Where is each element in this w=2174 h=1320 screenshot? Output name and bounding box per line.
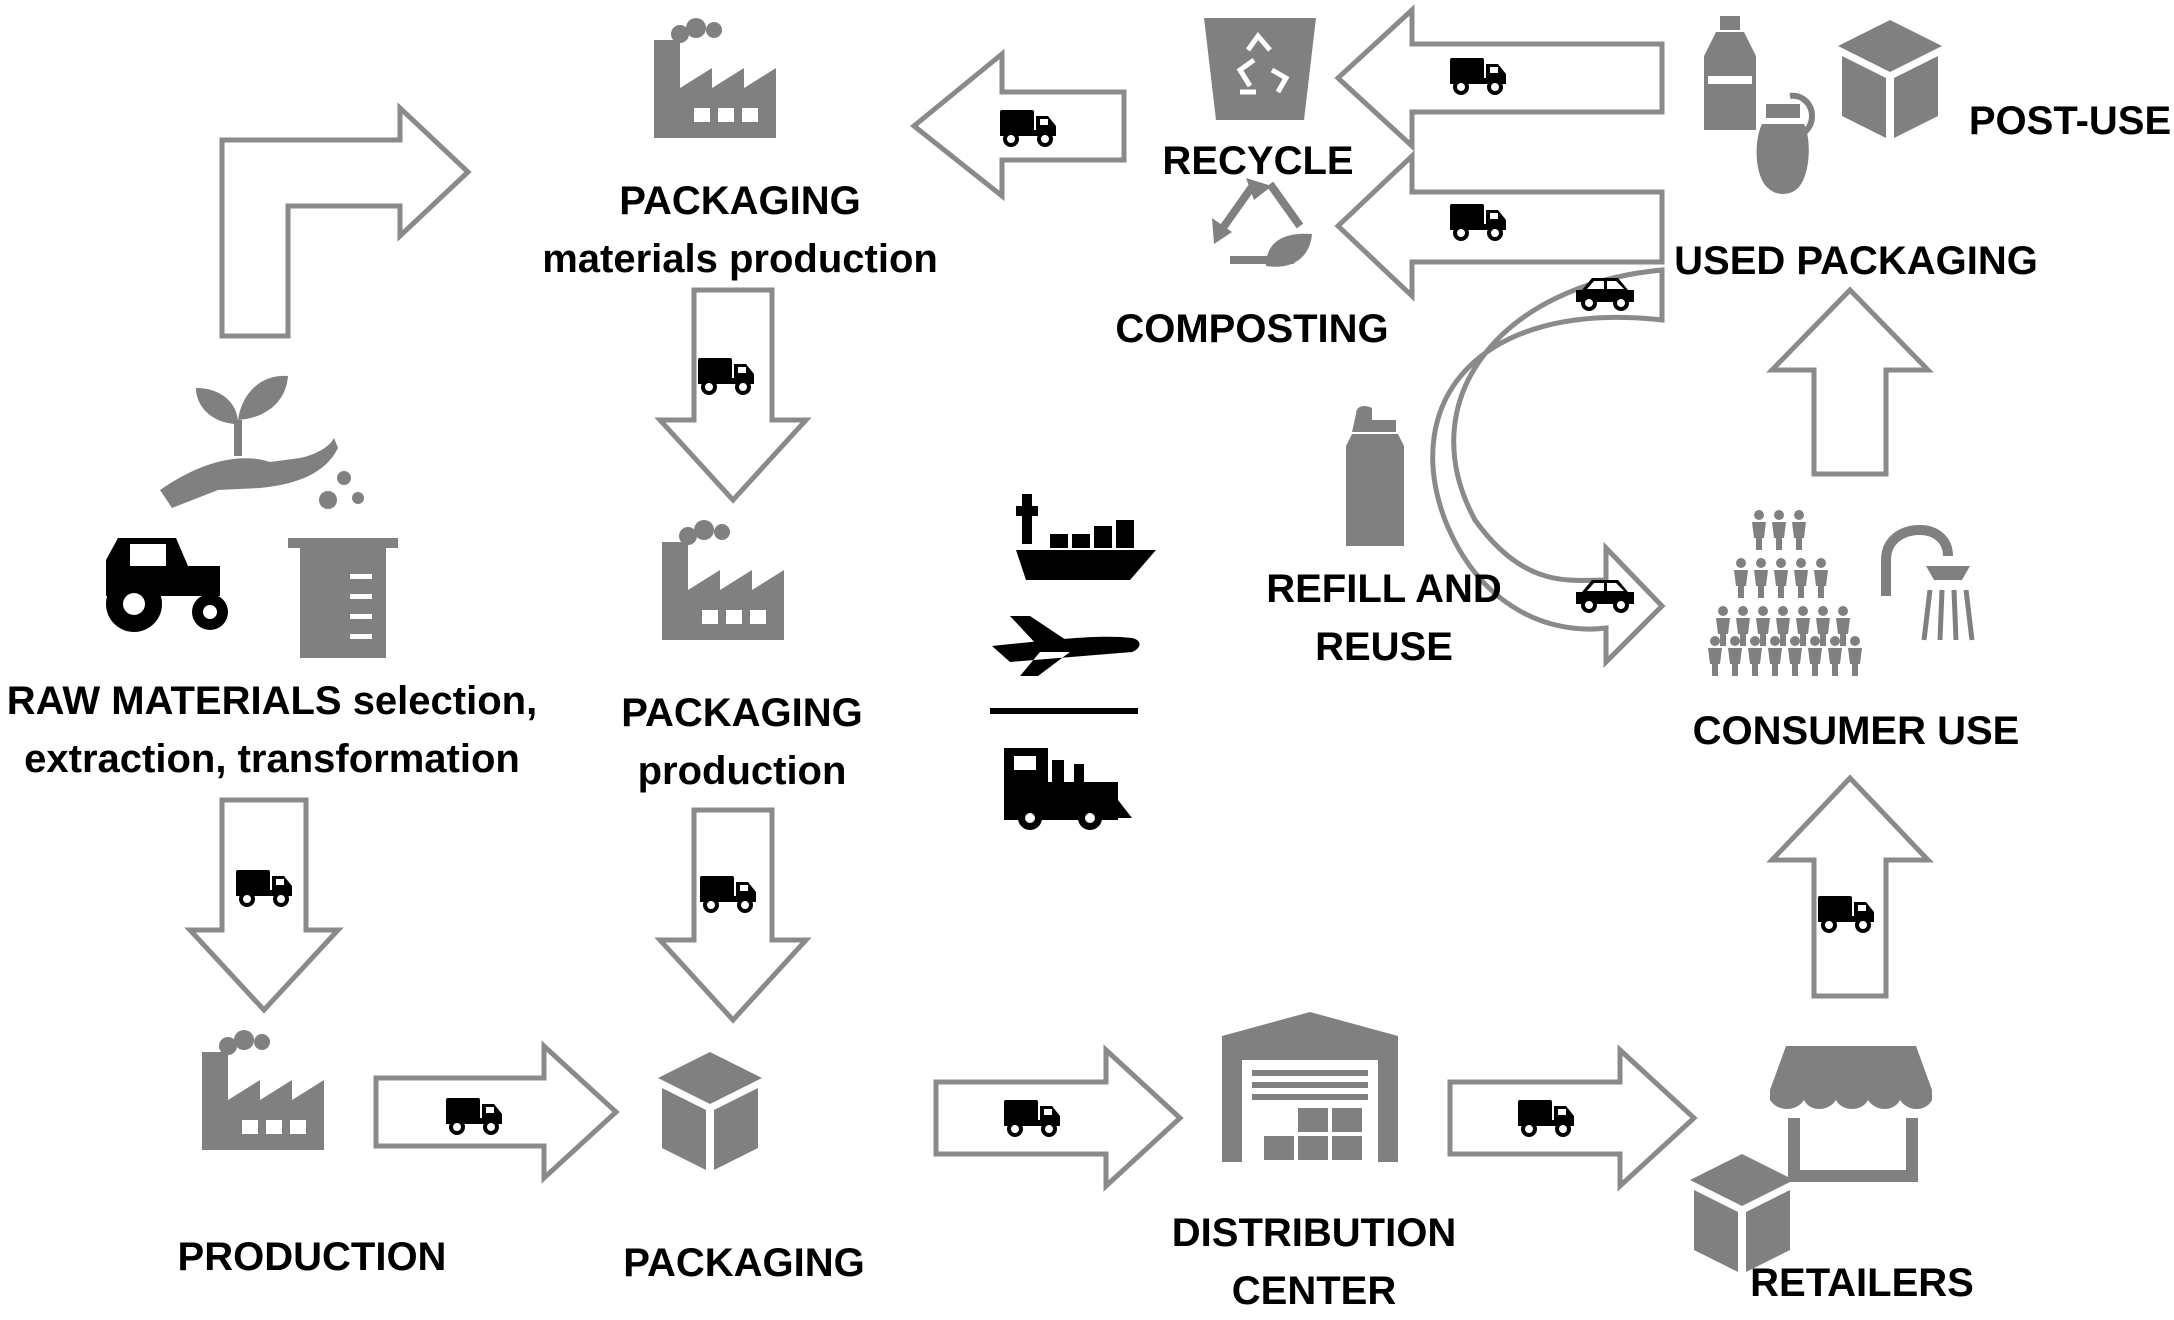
plant-hand-icon [160,375,338,508]
packaging-label: PACKAGING [623,1241,865,1285]
spray-bottle-icon [1756,92,1816,194]
refill-bottle-icon [1346,406,1404,546]
people-crowd-icon [1708,510,1862,676]
flow-arrows [184,4,1934,1192]
factory-icon [654,18,776,138]
used-packaging-label: USED PACKAGING [1674,239,2038,283]
refill-reuse-label: REFILL AND REUSE [1266,560,1502,676]
airplane-icon [992,616,1140,676]
arrow-retailers-to-consumer [1766,774,1934,999]
retailers-label: RETAILERS [1750,1261,1974,1305]
bottle-icon [1704,16,1756,130]
distribution-center-label: DISTRIBUTION CENTER [1172,1204,1456,1320]
shower-icon [1881,524,1975,641]
arrow-packaging-production-to-packaging [654,807,812,1024]
packaging-production-line1: PACKAGING [621,691,863,735]
arrow-materials-to-packaging-production [654,287,812,504]
transport-separator [990,708,1138,714]
transport-icons [990,494,1156,830]
box-icon [1838,20,1942,138]
consumer-use-label: CONSUMER USE [1692,709,2020,753]
arrow-raw-to-production [184,797,344,1014]
distribution-line2: CENTER [1231,1269,1397,1313]
packaging-materials-line2: materials production [542,237,938,281]
raw-materials-line1: RAW MATERIALS selection, [6,679,538,723]
post-use-icons [1704,16,1816,194]
store-icon [1770,1046,1932,1182]
refill-line2: REUSE [1315,625,1453,669]
refill-line1: REFILL AND [1266,567,1502,611]
box-icon [658,1052,762,1170]
recycle-label: RECYCLE [1162,139,1354,183]
packaging-materials-label: PACKAGING materials production [542,172,938,288]
post-use-label: POST-USE [1968,99,2172,143]
arrow-raw-to-materials [219,102,472,339]
raw-materials-line2: extraction, transformation [24,737,520,781]
raw-materials-icons [106,375,398,658]
distribution-line1: DISTRIBUTION [1171,1211,1457,1255]
arrow-consumer-to-used [1766,286,1934,477]
composting-label: COMPOSTING [1115,307,1389,351]
ship-icon [1016,494,1156,580]
beaker-icon [288,471,398,658]
packaging-production-label: PACKAGING production [621,684,862,800]
recycle-bin-icon [1204,18,1316,120]
warehouse-icon [1222,1012,1398,1162]
factory-icon [662,520,784,640]
tractor-icon [106,538,228,632]
packaging-materials-line1: PACKAGING [619,179,861,223]
factory-icon [202,1030,324,1150]
packaging-production-line2: production [637,749,847,793]
train-icon [1004,748,1132,830]
raw-materials-label: RAW MATERIALS selection, extraction, tra… [7,672,537,788]
compost-icon [1212,178,1312,267]
arrow-refill-reuse [1430,267,1666,669]
production-label: PRODUCTION [177,1235,447,1279]
